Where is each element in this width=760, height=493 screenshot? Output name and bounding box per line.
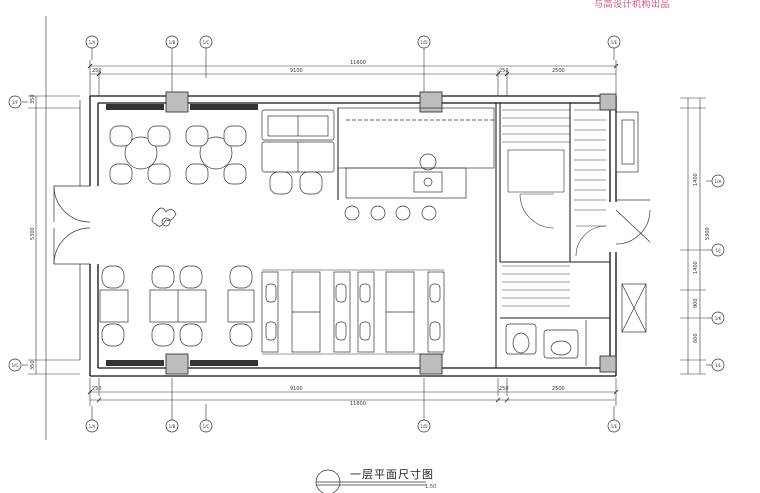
dining-tables [99, 265, 255, 347]
axis-left-1: 1/F [12, 100, 19, 105]
axis-top-1: 1/A [89, 40, 96, 45]
dim-bottom-1: 250 [92, 386, 102, 392]
dim-right-c: 900 [693, 298, 699, 308]
drawing-scale: 1:50 [425, 484, 437, 490]
dim-right-b: 1400 [693, 261, 699, 274]
axis-right-4: 1/L [715, 363, 722, 368]
dim-right-total: 5300 [705, 227, 711, 240]
dim-top-total: 11600 [350, 60, 366, 66]
watermark: 与高设计机构出品 [594, 0, 671, 10]
axis-bottom-4: 1/D [421, 424, 428, 429]
drawing-title: 一层平面尺寸图 [350, 468, 434, 481]
dim-bottom-total: 11600 [350, 401, 366, 407]
title-symbol [315, 469, 426, 493]
planter-strips [106, 104, 258, 366]
dimension-texts: 250 9100 250 2500 11600 250 9100 250 250… [30, 60, 711, 407]
axis-right-1: 1/H [715, 179, 722, 184]
dim-right-a: 1400 [693, 173, 699, 186]
axis-bubbles [8, 35, 725, 433]
axis-bottom-3: 1/C [203, 424, 210, 429]
axis-labels: 1/A 1/B 1/C 1/D 1/E 1/A 1/B 1/C 1/D 1/E … [12, 40, 722, 429]
axis-right-2: 1/J [715, 248, 720, 253]
axis-top-3: 1/C [203, 40, 210, 45]
dimension-lines [22, 16, 712, 440]
axis-right-3: 1/K [715, 316, 722, 321]
washroom [505, 320, 587, 366]
dim-right-d: 600 [693, 333, 699, 343]
main-entrance-doors [53, 100, 91, 360]
right-annex [615, 111, 651, 333]
lounge-round-tables [109, 125, 323, 195]
staircase [502, 109, 607, 307]
bar-stools [344, 205, 437, 221]
axis-bottom-1: 1/A [89, 424, 96, 429]
dim-left-b: 350 [30, 360, 36, 370]
dim-bottom-3: 250 [499, 386, 509, 392]
dim-bottom-2: 9100 [290, 386, 303, 392]
partitions [337, 103, 610, 368]
axis-top-5: 1/E [611, 40, 618, 45]
axis-bottom-5: 1/E [611, 424, 618, 429]
booth-seating [261, 271, 445, 353]
axis-top-4: 1/D [421, 40, 428, 45]
dim-top-1: 250 [92, 68, 102, 74]
dim-top-2: 9100 [290, 68, 303, 74]
planter-icon [151, 207, 177, 227]
dim-top-3: 250 [499, 68, 509, 74]
dim-top-4: 2500 [552, 68, 565, 74]
booth-backs [262, 269, 444, 355]
bar-counter [337, 107, 495, 199]
axis-bottom-2: 1/B [169, 424, 176, 429]
structural-columns [165, 91, 617, 375]
dim-left-total: 5300 [30, 227, 36, 240]
dim-bottom-4: 2500 [552, 386, 565, 392]
dim-left-a: 350 [30, 94, 36, 104]
axis-top-2: 1/B [169, 40, 176, 45]
sofa-booths [261, 109, 335, 173]
axis-left-2: 1/G [12, 363, 19, 368]
dimension-ticks [87, 63, 619, 403]
